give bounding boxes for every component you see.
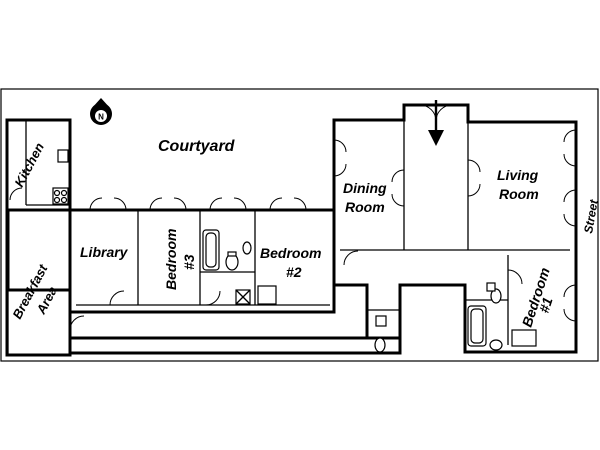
label-dining-line1: Dining xyxy=(343,180,387,196)
wall-bedroom-block xyxy=(68,208,336,314)
north-compass-icon: N xyxy=(90,98,112,125)
label-street: Street xyxy=(581,198,600,235)
label-living-line2: Room xyxy=(499,186,539,202)
label-living-line1: Living xyxy=(497,167,539,183)
wall-dining-block xyxy=(332,103,578,354)
label-bedroom3-line2: #3 xyxy=(181,254,197,270)
fixtures xyxy=(52,149,537,353)
label-dining-line2: Room xyxy=(345,199,385,215)
label-bedroom1-line2: #1 xyxy=(536,295,556,315)
label-bedroom3-line1: Bedroom xyxy=(163,229,179,290)
plan-frame xyxy=(0,88,599,362)
label-bedroom2-line1: Bedroom xyxy=(260,245,321,261)
label-bedroom2-line2: #2 xyxy=(286,264,302,280)
compass-letter: N xyxy=(98,113,104,122)
entry-arrow xyxy=(419,100,453,146)
wall-south-corridor xyxy=(68,336,402,355)
courtyard-doors xyxy=(9,129,577,331)
label-library: Library xyxy=(80,244,129,260)
label-courtyard: Courtyard xyxy=(158,138,236,155)
